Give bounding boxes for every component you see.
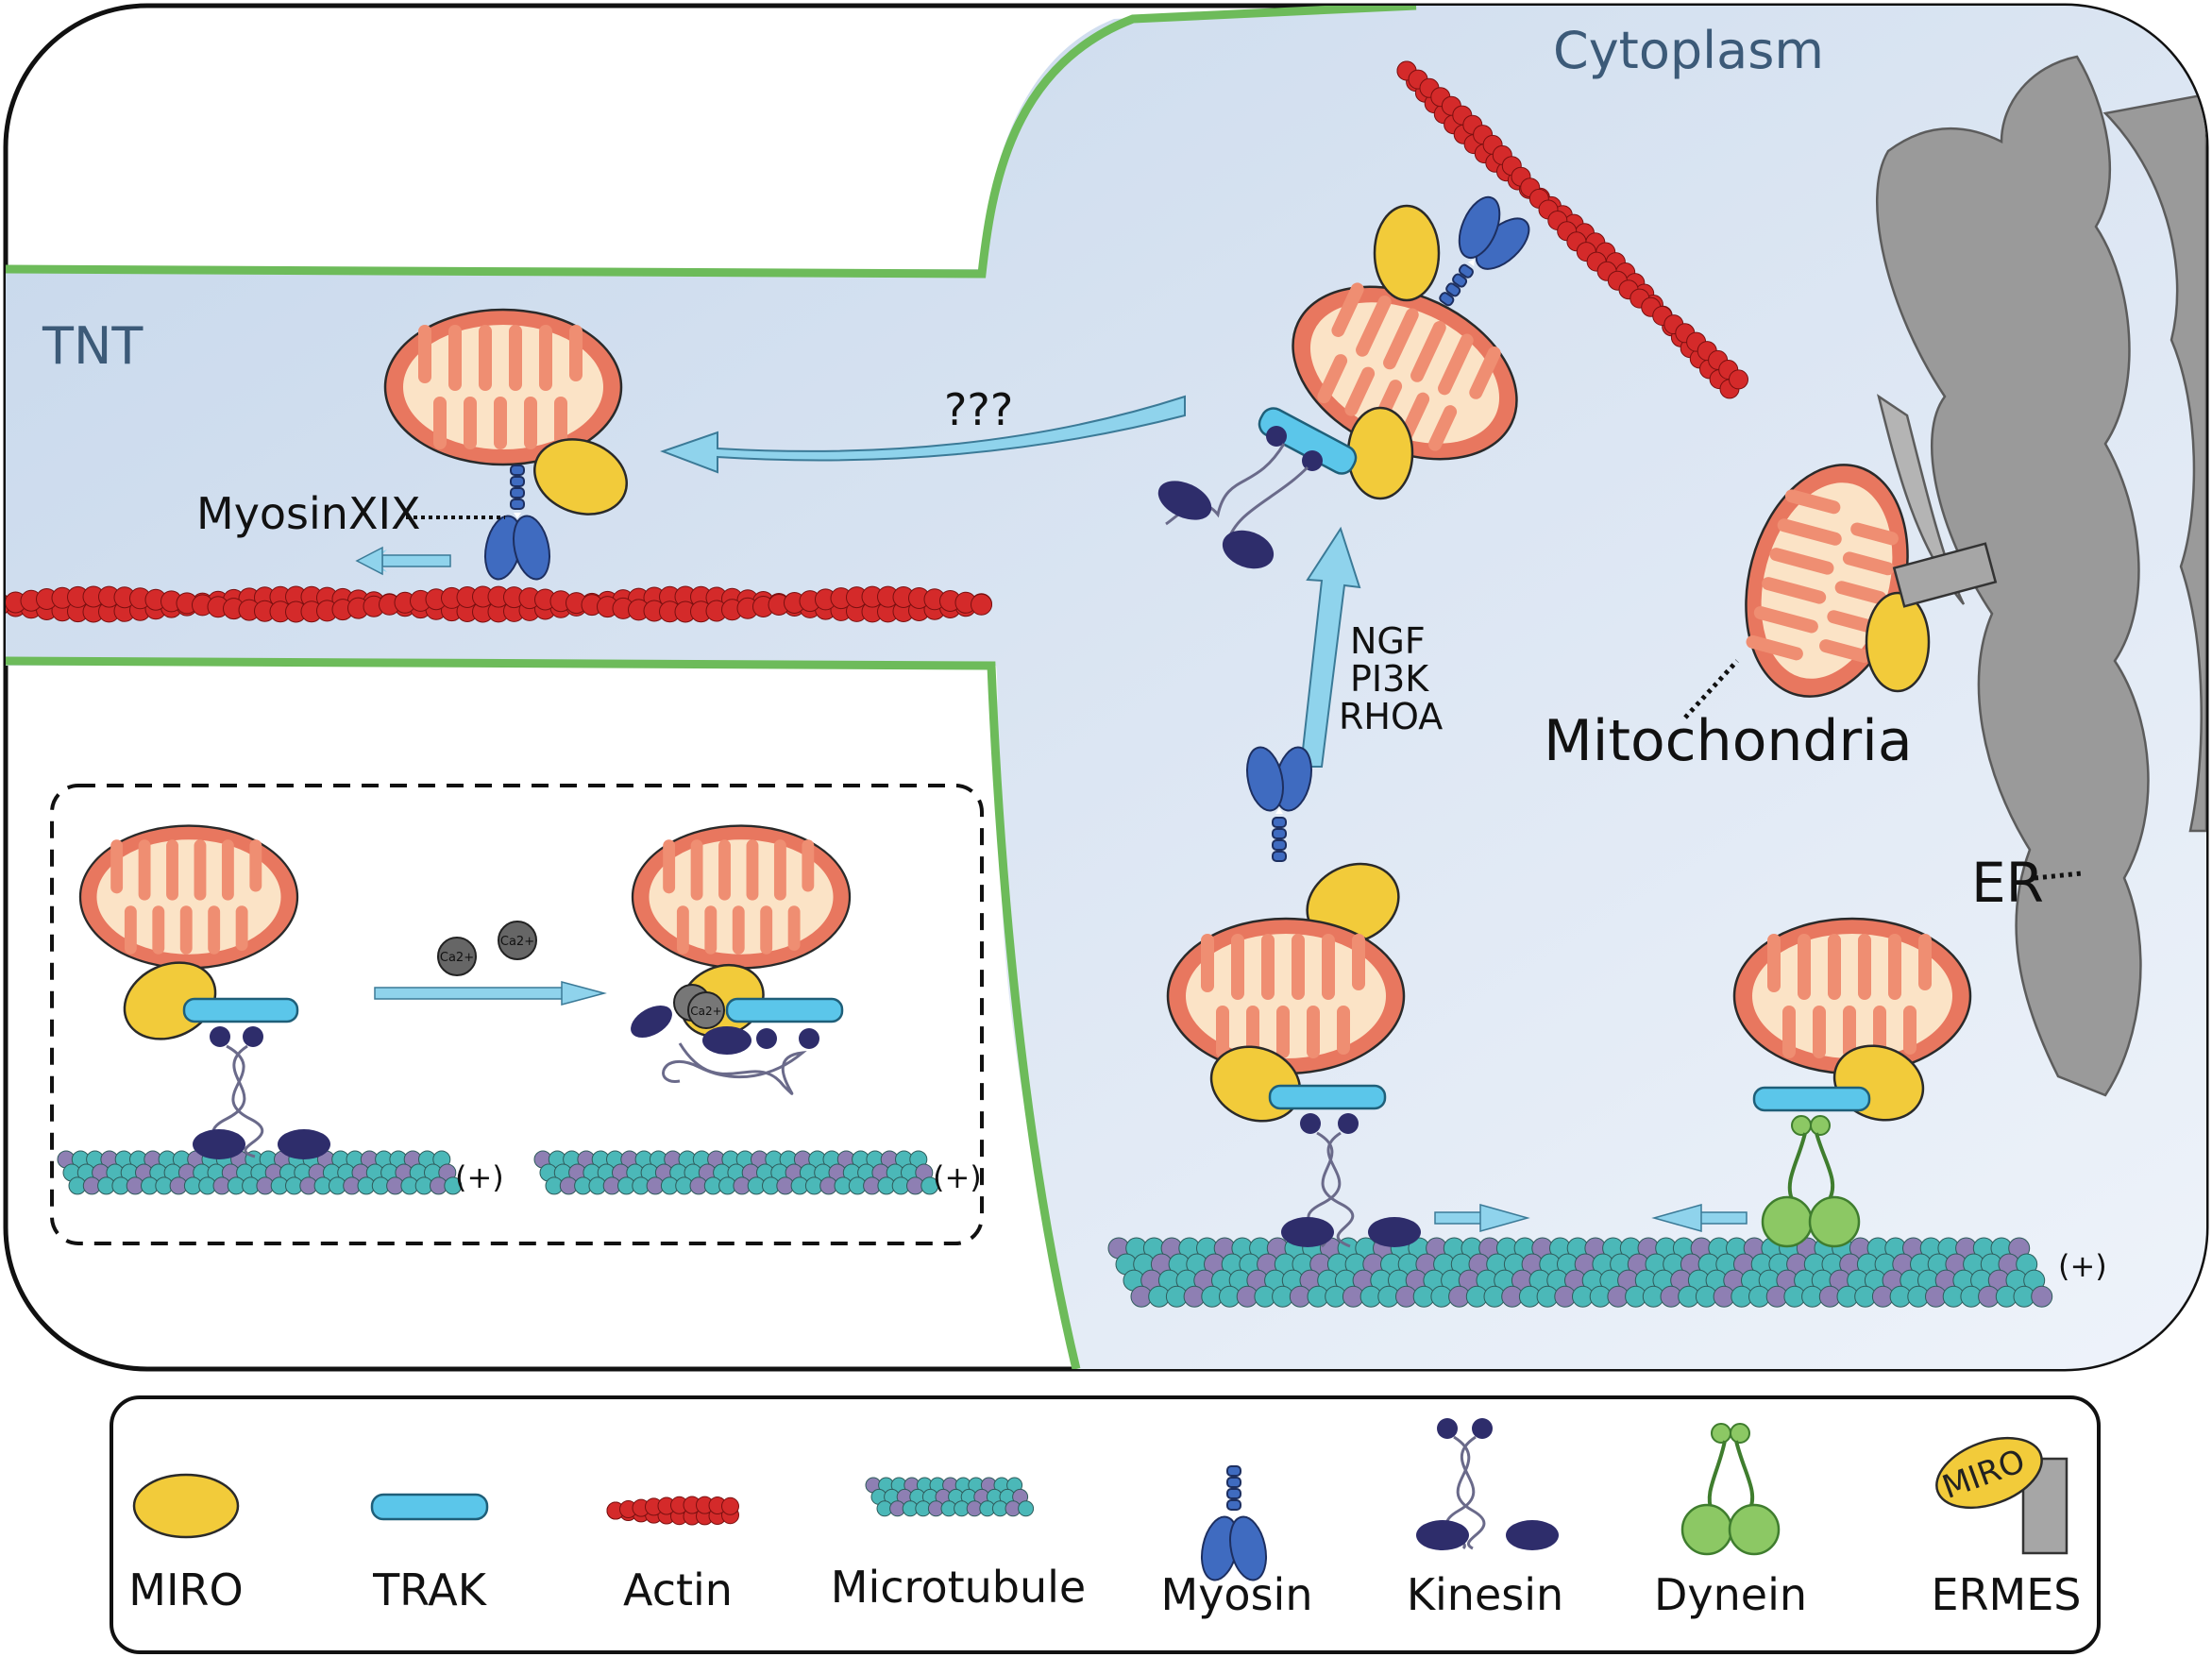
miro-protein: [533, 438, 628, 516]
dynein-motor: [1761, 1115, 1861, 1248]
trak-adaptor: [1258, 407, 1358, 475]
kinesin-motor: [1281, 1113, 1421, 1248]
anterograde-arrow: [1434, 1204, 1530, 1232]
trak-adaptor: [1268, 1084, 1387, 1110]
pi3k-label: PI3K: [1350, 658, 1429, 700]
cytoplasm-actin-filament: [1396, 60, 1748, 399]
miro-protein: [1346, 406, 1414, 500]
signaling-arrow: NGF PI3K RHOA: [1299, 526, 1443, 768]
tnt-motion-arrow: [355, 546, 451, 576]
legend-label-actin: Actin: [623, 1564, 733, 1615]
legend-label-miro: MIRO: [128, 1564, 243, 1615]
calcium-ion: Ca2+: [437, 937, 477, 976]
svg-text:Ca2+: Ca2+: [500, 935, 534, 949]
legend-label-kinesin: Kinesin: [1407, 1569, 1563, 1620]
mitochondrion: [1166, 917, 1406, 1075]
legend-label-trak: TRAK: [372, 1564, 488, 1615]
legend-box: [110, 1395, 2101, 1654]
unknown-mechanism-label: ???: [944, 384, 1013, 435]
tnt-mitochondrion-complex: MyosinXIX: [196, 308, 628, 583]
actin-icon: [606, 1496, 739, 1526]
mitochondria-label: Mitochondria: [1544, 708, 1913, 774]
tnt-label: TNT: [42, 316, 144, 376]
tnt-actin-filament: [6, 585, 992, 623]
kinesin-mitochondrion-complex: [1166, 743, 1530, 1248]
calcium-influx-arrow: [374, 981, 607, 1006]
trak-adaptor: [1752, 1086, 1871, 1112]
bound-calcium-ions: Ca2+: [673, 984, 725, 1029]
detached-kinesin: [631, 1005, 819, 1095]
cytoplasm-label: Cytoplasm: [1553, 21, 1824, 80]
calcium-ion: Ca2+: [498, 921, 537, 960]
dynein-mitochondrion-complex: [1651, 917, 1972, 1248]
calcium-inset: (+) Ca2+ Ca2+ Ca2+ (+): [50, 784, 984, 1245]
svg-text:Ca2+: Ca2+: [440, 951, 474, 965]
tnt-entry-arrow: ???: [660, 384, 1186, 474]
ermes-complex: [1892, 542, 1998, 608]
miro-protein: [1865, 591, 1931, 693]
actin-anchored-mitochondrion-complex: [1157, 184, 1546, 569]
microtubule-plus-end-label: (+): [2058, 1248, 2107, 1284]
trak-icon: [370, 1493, 489, 1521]
inset-microtubule-left: [57, 1150, 463, 1195]
dynein-icon: [1680, 1423, 1781, 1556]
ngf-label: NGF: [1350, 620, 1426, 662]
rhoa-label: RHOA: [1339, 696, 1443, 737]
inset-plus-end-right: (+): [933, 1159, 982, 1195]
miro-icon: [132, 1473, 240, 1539]
mitochondrion: [78, 824, 299, 970]
retrograde-arrow: [1651, 1204, 1748, 1232]
miro-protein: [1373, 204, 1441, 302]
mitochondrion: [631, 824, 852, 970]
cytoplasm-microtubule: [1107, 1237, 2053, 1308]
er-label: ER: [1971, 851, 2044, 915]
er-tethered-mitochondrion-complex: Mitochondria ER: [1544, 445, 2083, 915]
inset-plus-end-left: (+): [455, 1159, 504, 1195]
svg-text:Ca2+: Ca2+: [690, 1005, 721, 1018]
legend-label-ermes: ERMES: [1932, 1569, 2082, 1620]
membrane-upper: [6, 6, 1417, 279]
legend-label-dynein: Dynein: [1654, 1569, 1807, 1620]
legend-label-microtubule: Microtubule: [831, 1562, 1086, 1613]
membrane-lower: [6, 656, 1081, 1369]
kinesin-motor: [193, 1026, 330, 1159]
inset-microtubule-right: [533, 1150, 939, 1195]
myosinxix-label: MyosinXIX: [196, 488, 421, 539]
legend: MIRO MIRO TRAK Actin Microtubule Myosin …: [110, 1395, 2101, 1654]
detached-kinesin: [1157, 426, 1323, 569]
legend-label-myosin: Myosin: [1161, 1569, 1313, 1620]
er-structure: [1875, 55, 2206, 1097]
kinesin-icon: [1416, 1418, 1559, 1550]
trak-adaptor: [725, 997, 844, 1023]
microtubule-icon: [865, 1477, 1035, 1517]
trak-adaptor: [182, 997, 299, 1023]
